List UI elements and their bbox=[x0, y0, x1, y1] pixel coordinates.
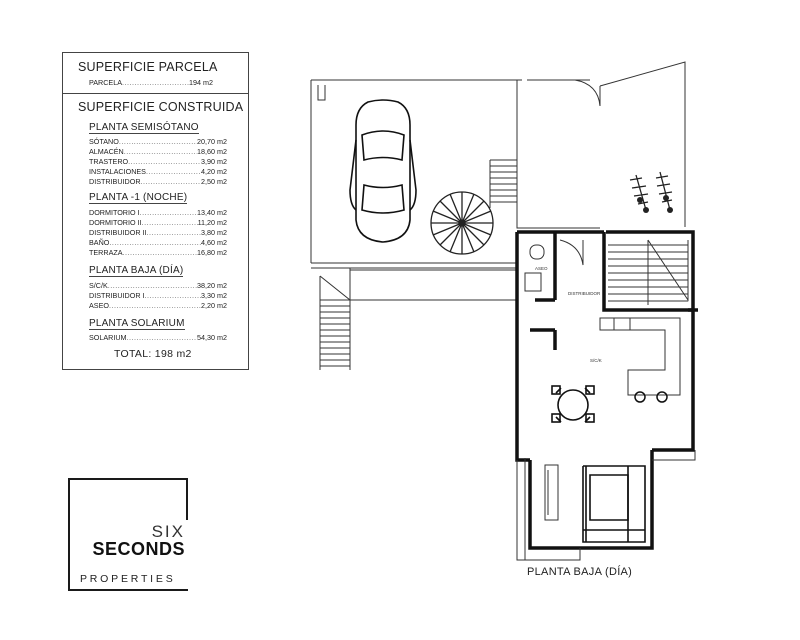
parcel-title: SUPERFICIE PARCELA bbox=[78, 60, 218, 74]
legend-row: DISTRIBUIDOR2,50 m2 bbox=[89, 177, 227, 187]
stair-treads bbox=[320, 299, 350, 367]
sofa-icon bbox=[582, 465, 646, 543]
room-label-aseo: ASEO bbox=[535, 266, 548, 271]
terrace-edge bbox=[311, 262, 517, 269]
legend-row: BAÑO4,60 m2 bbox=[89, 238, 227, 248]
kitchen-counter bbox=[599, 317, 681, 396]
bar-stools-icon bbox=[634, 391, 668, 403]
room-label-salon: S/C/K bbox=[590, 358, 602, 363]
logo-word-six: SIX bbox=[151, 522, 185, 541]
door-arc bbox=[559, 239, 584, 266]
column bbox=[317, 85, 326, 101]
courtyard-wall bbox=[516, 80, 600, 229]
legend-row: SOLARIUM54,30 m2 bbox=[89, 333, 227, 343]
car-icon bbox=[349, 99, 417, 243]
logo-word-seconds: SECONDS bbox=[92, 539, 185, 559]
site-boundary bbox=[310, 79, 522, 263]
terrace-rail bbox=[524, 458, 581, 561]
legend-row: INSTALACIONES4,20 m2 bbox=[89, 167, 227, 177]
side-stair bbox=[489, 159, 517, 208]
plant-icon bbox=[629, 171, 673, 211]
legend-row: DORMITORIO I13,40 m2 bbox=[89, 208, 227, 218]
sink-icon bbox=[524, 272, 542, 292]
legend-row: DISTRIBUIDOR I3,30 m2 bbox=[89, 291, 227, 301]
legend-row: SÓTANO20,70 m2 bbox=[89, 137, 227, 147]
built-title: SUPERFICIE CONSTRUIDA bbox=[78, 100, 244, 114]
surface-legend: SUPERFICIE PARCELA PARCELA194 m2 SUPERFI… bbox=[62, 52, 249, 370]
exterior-stair-rail bbox=[319, 275, 351, 370]
legend-row: ASEO2,20 m2 bbox=[89, 301, 227, 311]
legend-row: DORMITORIO II11,20 m2 bbox=[89, 218, 227, 228]
dining-table-icon bbox=[551, 385, 595, 423]
legend-row: TRASTERO3,90 m2 bbox=[89, 157, 227, 167]
total-area: TOTAL: 198 m2 bbox=[114, 348, 192, 360]
section-title: PLANTA SEMISÓTANO bbox=[89, 122, 199, 134]
house-walls bbox=[515, 230, 698, 550]
room-label-distribuidor: DISTRIBUIDOR bbox=[568, 291, 601, 296]
logo-word-properties: PROPERTIES bbox=[80, 573, 176, 585]
section-title: PLANTA -1 (NOCHE) bbox=[89, 192, 188, 204]
door-arc bbox=[574, 79, 601, 107]
site-boundary-right bbox=[599, 61, 686, 227]
company-logo: SIX SECONDS PROPERTIES bbox=[68, 478, 188, 591]
plan-caption: PLANTA BAJA (DÍA) bbox=[527, 566, 633, 578]
legend-row: ALMACÉN18,60 m2 bbox=[89, 147, 227, 157]
terrace-stair bbox=[349, 268, 517, 301]
spiral-staircase-icon bbox=[430, 191, 494, 255]
legend-row: TERRAZA16,80 m2 bbox=[89, 248, 227, 258]
legend-divider bbox=[63, 93, 248, 94]
legend-row: S/C/K38,20 m2 bbox=[89, 281, 227, 291]
toilet-icon bbox=[529, 244, 545, 260]
section-title: PLANTA SOLARIUM bbox=[89, 318, 185, 330]
section-title: PLANTA BAJA (DÍA) bbox=[89, 265, 184, 277]
parcel-row: PARCELA194 m2 bbox=[89, 78, 213, 88]
legend-row: DISTRIBUIDOR II3,80 m2 bbox=[89, 228, 227, 238]
